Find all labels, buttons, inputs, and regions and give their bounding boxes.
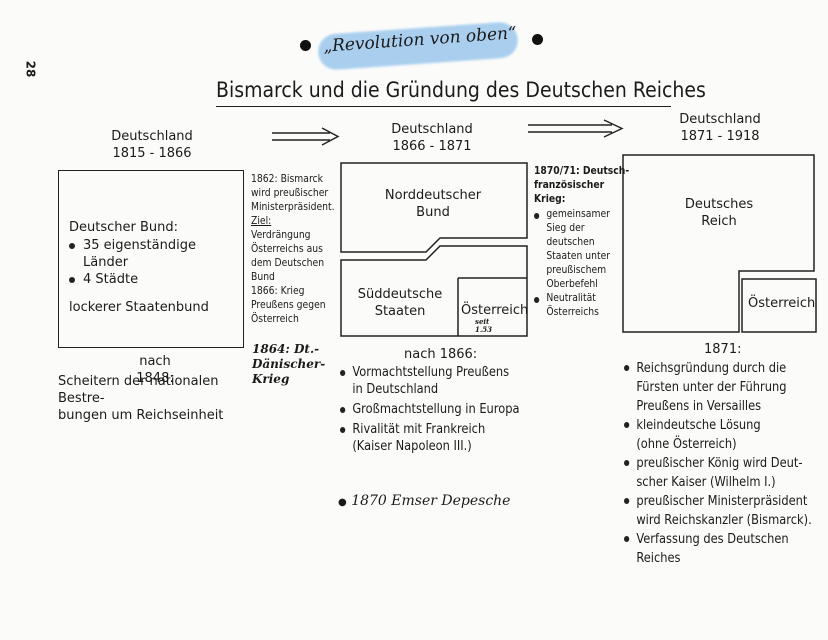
arrow-right-icon — [272, 127, 340, 146]
deutscher-bund-box: Deutscher Bund: 35 eigenständige Länder … — [58, 170, 244, 348]
franco-prussian-war-notes: 1870/71: Deutsch- französischer Krieg: g… — [534, 165, 630, 319]
austria-label-1866: Österreich — [461, 303, 529, 318]
list-item: Rivalität mit Frankreich(Kaiser Napoleon… — [340, 421, 520, 455]
ems-dispatch-note: ● 1870 Emser Depesche — [338, 493, 511, 509]
page-number: 28 — [23, 60, 38, 78]
map-1866-outline — [340, 162, 528, 337]
austria-label-1871: Österreich — [748, 296, 816, 311]
box-title: Deutscher Bund: — [69, 220, 179, 235]
arrow-right-icon — [528, 119, 624, 138]
note-heading-1866: nach 1866: — [404, 347, 478, 362]
list-item: Großmachtstellung in Europa — [340, 401, 520, 418]
box-list: 35 eigenständige Länder 4 Städte — [69, 237, 244, 288]
list-item: 4 Städte — [69, 271, 244, 288]
bismarck-notes: 1862: Bismarck wird preußischer Minister… — [251, 173, 335, 325]
list-item: kleindeutsche Lösung(ohne Österreich) — [624, 416, 812, 454]
box-footer: lockerer Staatenbund — [69, 300, 209, 315]
note-text-1848: Scheitern der nationalen Bestre-bungen u… — [58, 374, 224, 423]
title-underline — [216, 106, 671, 107]
page-title: Bismarck und die Gründung des Deutschen … — [216, 78, 706, 102]
note-heading-1848: nach 1848: — [136, 354, 174, 386]
list-item: 35 eigenständige Länder — [69, 237, 244, 271]
handwritten-1864: 1864: Dt.- Dänischer- Krieg — [252, 342, 326, 386]
list-item: preußischer König wird Deut-scher Kaiser… — [624, 454, 812, 492]
note-heading-1871: 1871: — [704, 342, 742, 357]
map-1871-outline — [622, 154, 817, 333]
bullet-dot-right — [532, 34, 543, 45]
bullet-dot-left — [300, 40, 311, 51]
